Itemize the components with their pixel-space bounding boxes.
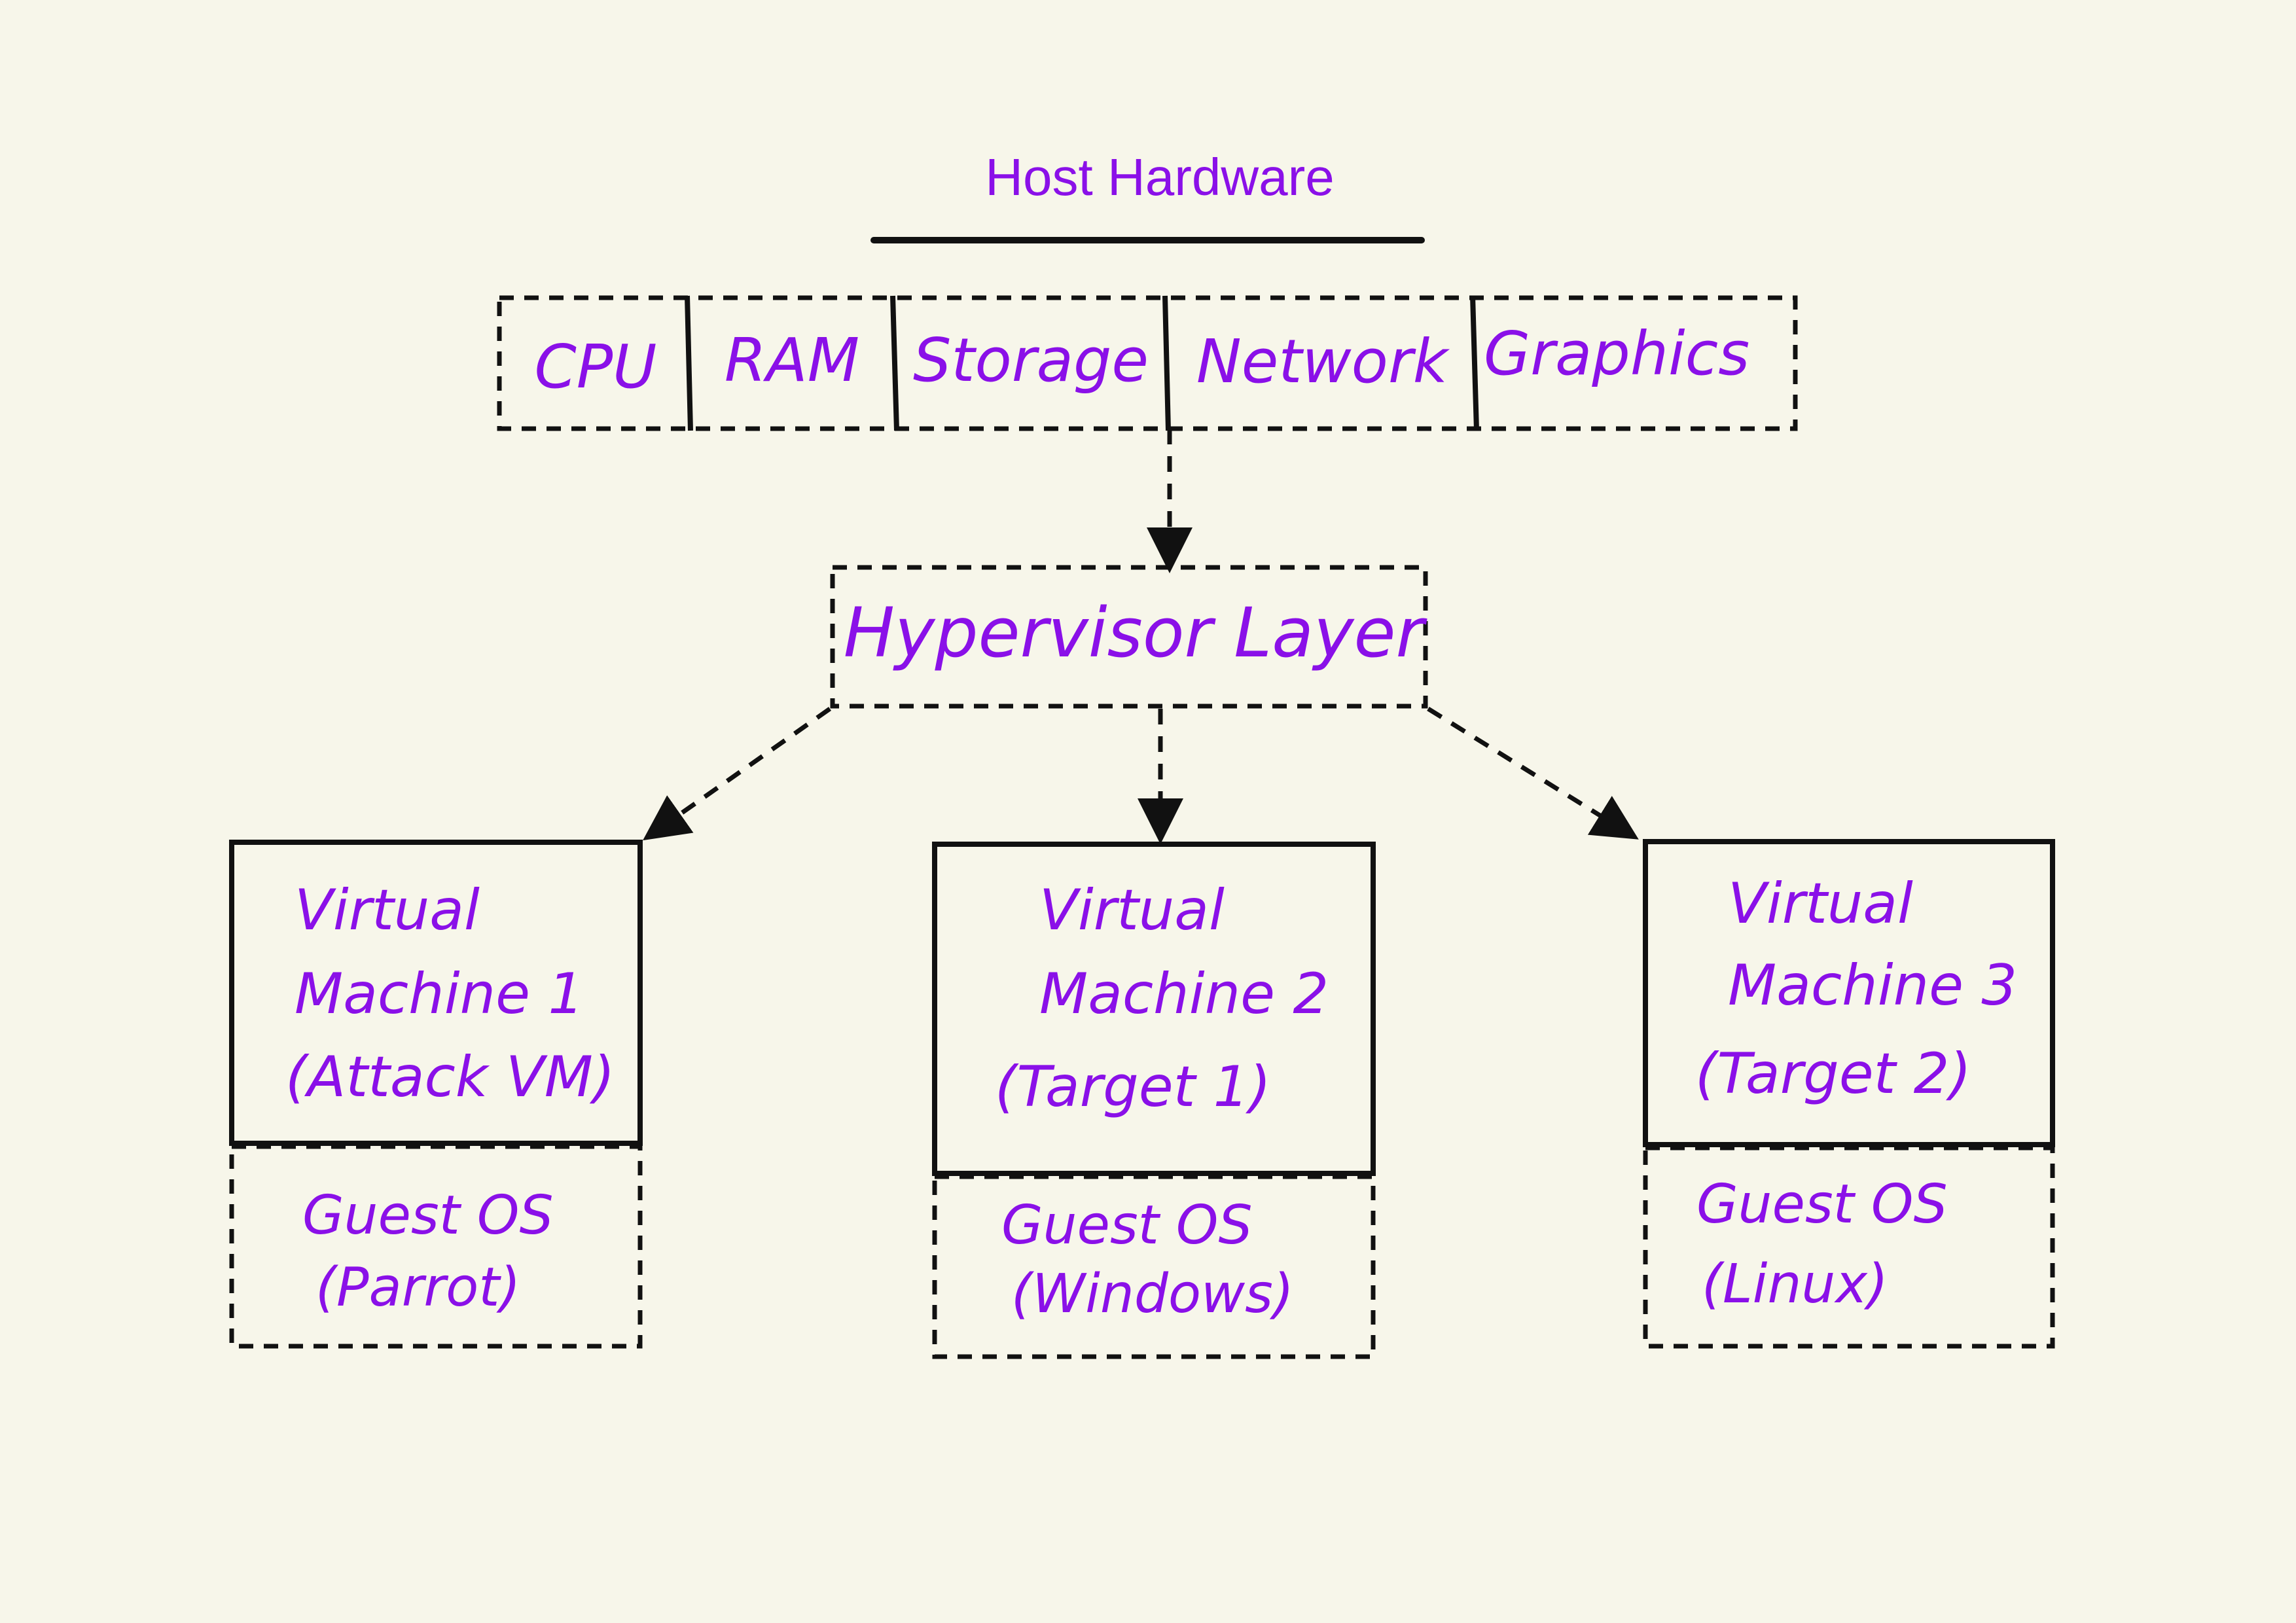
- vm-2-box: [932, 842, 1376, 1176]
- hypervisor-layer: Hypervisor Layer: [830, 565, 1428, 709]
- vm-3-line2: Machine 3: [1728, 953, 2017, 1018]
- vm-3-os-line2: (Linux): [1702, 1253, 1888, 1315]
- vm-3-line1: Virtual: [1728, 871, 1913, 936]
- hardware-divider-3: [1162, 295, 1171, 431]
- hardware-ram-label: RAM: [725, 325, 859, 395]
- vm-2-os-box: [932, 1174, 1376, 1359]
- hardware-network-label: Network: [1196, 327, 1450, 397]
- vm-1-os-line2: (Parrot): [315, 1257, 520, 1319]
- vm-1-os-line1: Guest OS: [302, 1185, 554, 1247]
- hardware-box: [497, 295, 1798, 431]
- vm-2-os-line2: (Windows): [1011, 1263, 1294, 1325]
- vm-2-line1: Virtual: [1039, 878, 1225, 943]
- vm-1-box: [229, 840, 643, 1146]
- vm-3-os-box: [1643, 1145, 2055, 1349]
- vm-1-line1: Virtual: [295, 878, 480, 943]
- vm-2-line3: (Target 1): [995, 1054, 1271, 1120]
- vm-1-os-box: [229, 1144, 643, 1349]
- connector-hypervisor-to-vm1: [643, 707, 832, 841]
- diagram-title: Host Hardware: [985, 148, 1335, 206]
- vm-3: Virtual Machine 3 (Target 2) Guest OS (L…: [1643, 839, 2055, 1349]
- hardware-divider-1: [685, 295, 693, 431]
- hardware-storage-label: Storage: [913, 325, 1149, 395]
- vm-1-line2: Machine 1: [295, 961, 584, 1027]
- vm-2-os-line1: Guest OS: [1001, 1194, 1253, 1257]
- vm-3-os-line1: Guest OS: [1696, 1173, 1948, 1236]
- vm-2: Virtual Machine 2 (Target 1) Guest OS (W…: [932, 842, 1376, 1359]
- hardware-graphics-label: Graphics: [1484, 319, 1749, 389]
- hardware-divider-2: [890, 295, 899, 431]
- vm-2-line2: Machine 2: [1039, 961, 1329, 1027]
- hypervisor-label: Hypervisor Layer: [844, 593, 1428, 673]
- hardware-row: CPU RAM Storage Network Graphics: [497, 295, 1798, 431]
- vm-1: Virtual Machine 1 (Attack VM) Guest OS (…: [229, 840, 643, 1349]
- hypervisor-box: [830, 565, 1428, 709]
- hardware-divider-4: [1470, 295, 1479, 431]
- vm-1-line3: (Attack VM): [285, 1044, 615, 1110]
- vm-3-box: [1643, 839, 2055, 1147]
- vm-3-line3: (Target 2): [1695, 1041, 1971, 1107]
- connector-hypervisor-to-vm3: [1427, 707, 1639, 840]
- hardware-cpu-label: CPU: [534, 332, 656, 402]
